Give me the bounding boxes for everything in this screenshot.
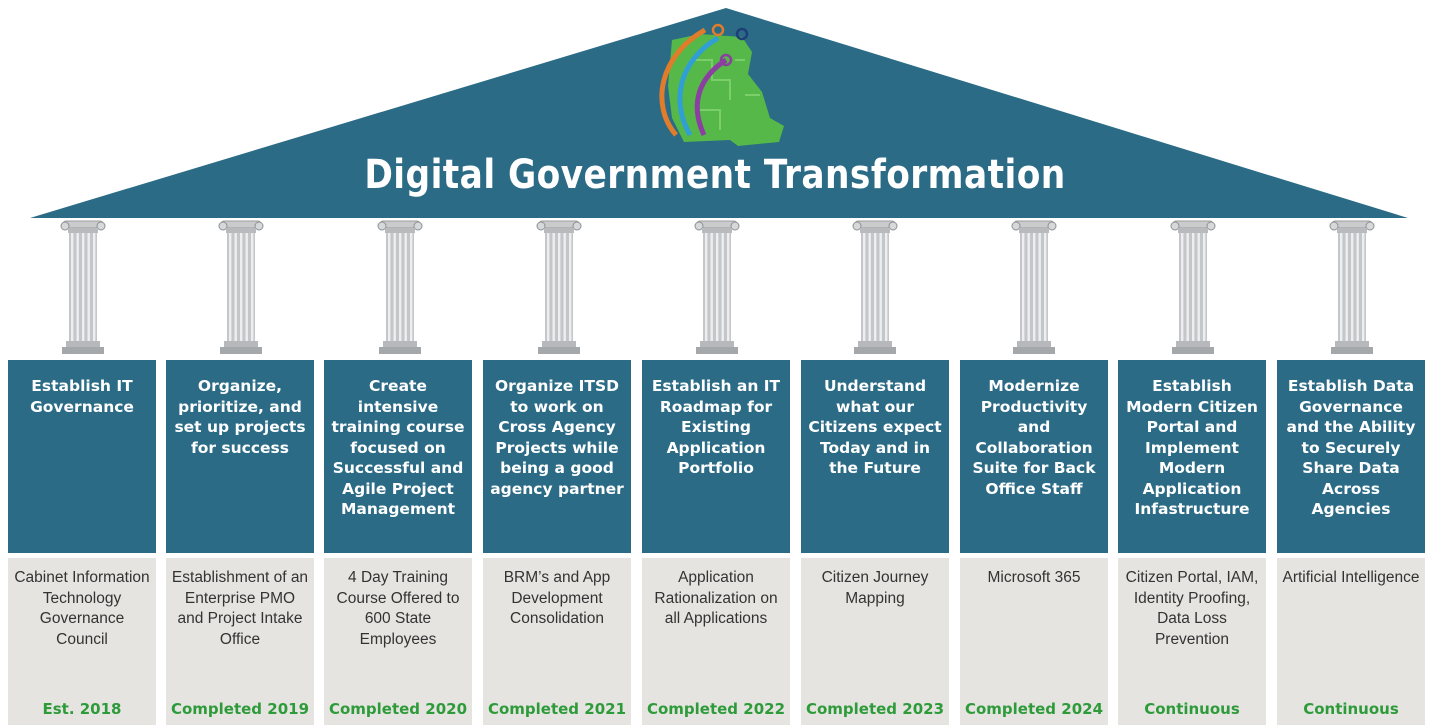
pillar-status-5: Completed 2022 xyxy=(646,700,786,718)
column-6 xyxy=(852,220,898,354)
column-8 xyxy=(1170,220,1216,354)
pillar-heading-6: Understand what our Citizens expect Toda… xyxy=(801,360,949,553)
roof-pediment xyxy=(30,8,1408,218)
column-5 xyxy=(694,220,740,354)
pillar-heading-5: Establish an IT Roadmap for Existing App… xyxy=(642,360,790,553)
pillar-status-7: Completed 2024 xyxy=(964,700,1104,718)
pillar-status-3: Completed 2020 xyxy=(328,700,468,718)
pillar-heading-2: Organize, prioritize, and set up project… xyxy=(166,360,314,553)
column-9 xyxy=(1329,220,1375,354)
pillar-status-2: Completed 2019 xyxy=(170,700,310,718)
pillar-status-9: Continuous xyxy=(1303,700,1399,718)
pillar-detail-6: Citizen Journey Mapping xyxy=(801,558,949,725)
column-2 xyxy=(218,220,264,354)
pillar-status-8: Continuous xyxy=(1144,700,1240,718)
pillar-detail-2: Establishment of an Enterprise PMO and P… xyxy=(166,558,314,725)
column-3 xyxy=(377,220,423,354)
pillar-heading-1: Establish IT Governance xyxy=(8,360,156,553)
pillar-status-1: Est. 2018 xyxy=(42,700,122,718)
pillar-heading-9: Establish Data Governance and the Abilit… xyxy=(1277,360,1425,553)
pillar-heading-7: Modernize Productivity and Collaboration… xyxy=(960,360,1108,553)
pillar-detail-4: BRM’s and App Development Consolidation xyxy=(483,558,631,725)
column-1 xyxy=(60,220,106,354)
pillar-heading-4: Organize ITSD to work on Cross Agency Pr… xyxy=(483,360,631,553)
pillar-detail-5: Application Rationalization on all Appli… xyxy=(642,558,790,725)
column-7 xyxy=(1011,220,1057,354)
columns-layer xyxy=(60,220,1375,354)
pillar-detail-9: Artificial Intelligence xyxy=(1277,558,1425,725)
pillar-status-6: Completed 2023 xyxy=(805,700,945,718)
pillar-detail-1: Cabinet Information Technology Governanc… xyxy=(8,558,156,725)
pillar-heading-3: Create intensive training course focused… xyxy=(324,360,472,553)
pillar-heading-8: Establish Modern Citizen Portal and Impl… xyxy=(1118,360,1266,553)
pillar-status-4: Completed 2021 xyxy=(487,700,627,718)
column-4 xyxy=(536,220,582,354)
page-title: Digital Government Transformation xyxy=(364,152,1066,198)
pillar-detail-3: 4 Day Training Course Offered to 600 Sta… xyxy=(324,558,472,725)
missouri-logo-icon xyxy=(659,23,784,146)
pillar-detail-7: Microsoft 365 xyxy=(960,558,1108,725)
pillar-detail-8: Citizen Portal, IAM, Identity Proofing, … xyxy=(1118,558,1266,725)
